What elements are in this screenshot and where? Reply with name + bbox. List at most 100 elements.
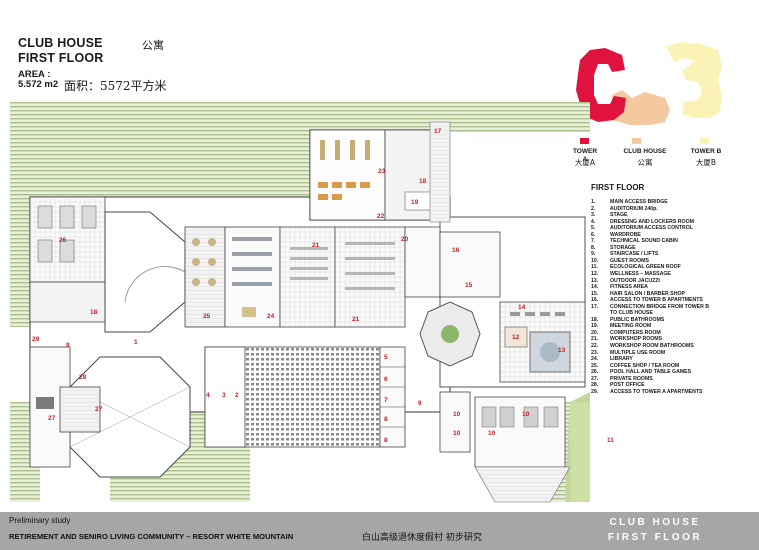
room-name: POST OFFICE bbox=[610, 382, 645, 389]
plan-label-24: 24 bbox=[267, 313, 275, 320]
room-name: WORKSHOP ROOMS bbox=[610, 336, 663, 343]
footer-subtitle-cn: 白山高级退休度假村 初步研究 bbox=[362, 533, 482, 543]
room-name: MAIN ACCESS BRIDGE bbox=[610, 199, 668, 205]
club-house-swatch bbox=[632, 138, 641, 144]
plan-label-3: 3 bbox=[222, 392, 226, 399]
room-number: 16. bbox=[591, 297, 599, 304]
room-number: 15. bbox=[591, 290, 599, 297]
room-name: ECOLOGICAL GREEN ROOF bbox=[610, 264, 681, 271]
room-name: AUDITORIUM 240p. bbox=[610, 205, 658, 212]
room-name: LIBRARY bbox=[610, 356, 633, 363]
plan-label-10a: 10 bbox=[453, 411, 461, 418]
tower-b-shape bbox=[666, 42, 722, 118]
room-list-item: 8. STORAGE bbox=[591, 245, 709, 252]
room-name: HAIR SALON / BARBER SHOP bbox=[610, 290, 685, 297]
room-name: WARDROBE bbox=[610, 231, 641, 238]
room-name: PRIVATE ROOMS bbox=[610, 375, 653, 382]
room-list-item: TO CLUB HOUSE bbox=[591, 310, 709, 317]
room-number: 27. bbox=[591, 375, 599, 382]
page-title-line1: CLUB HOUSE bbox=[18, 36, 103, 50]
area-value: 5.572 m2 bbox=[18, 79, 59, 90]
plan-label-10c: 10 bbox=[453, 430, 461, 437]
room-number: 26. bbox=[591, 369, 599, 376]
room-list-item: 16.ACCESS TO TOWER B APARTMENTS bbox=[591, 297, 709, 304]
room-list-item: 14.FITNESS AREA bbox=[591, 284, 709, 291]
page-title-line2: FIRST FLOOR bbox=[18, 51, 104, 65]
plan-label-19: 19 bbox=[411, 199, 419, 206]
room-number: 8. bbox=[591, 244, 596, 251]
plan-label-22: 22 bbox=[377, 213, 385, 220]
room-list-item: 23. MULTIPLE USE ROOM bbox=[591, 350, 709, 357]
room-list-item: 9. STAIRCASE / LIFTS bbox=[591, 251, 709, 258]
room-number: 29. bbox=[591, 388, 599, 395]
plan-label-2: 2 bbox=[235, 392, 239, 399]
plan-label-7: 7 bbox=[384, 397, 388, 404]
plan-label-18a: 18 bbox=[90, 309, 98, 316]
room-number: 22. bbox=[591, 343, 599, 350]
room-list-item: 19.MEETING ROOM bbox=[591, 323, 709, 330]
page-title-cn: 公寓 bbox=[142, 39, 164, 52]
room-list-item: 6.WARDROBE bbox=[591, 232, 709, 239]
plan-label-13: 13 bbox=[558, 347, 566, 354]
room-number: 1. bbox=[591, 199, 596, 205]
room-list-item: 27. PRIVATE ROOMS bbox=[591, 376, 709, 383]
room-name: STAGE bbox=[610, 212, 628, 219]
plan-label-26: 26 bbox=[59, 237, 67, 244]
plan-label-10b: 10 bbox=[522, 411, 530, 418]
tower-b-label: TOWER B bbox=[690, 148, 722, 155]
club-house-cn: 公寓 bbox=[637, 158, 653, 167]
plan-label-4: 4 bbox=[206, 392, 210, 399]
room-name: WORKSHOP ROOM BATHROOMS bbox=[610, 343, 694, 350]
room-list-item: 10.GUEST ROOMS bbox=[591, 258, 709, 265]
room-name: AUDITORIUM ACCESS CONTROL bbox=[610, 225, 693, 232]
floor-plan bbox=[10, 102, 590, 503]
room-name: TECHNICAL SOUND CABIN bbox=[610, 238, 678, 245]
room-list-item: 24.LIBRARY bbox=[591, 356, 709, 363]
plan-label-10d: 10 bbox=[488, 430, 496, 437]
footer-subtitle: RETIREMENT AND SENIRO LIVING COMMUNITY –… bbox=[9, 532, 294, 541]
room-name: STORAGE bbox=[610, 244, 636, 251]
room-number: 20. bbox=[591, 329, 599, 336]
plan-label-23: 23 bbox=[378, 168, 386, 175]
room-list-item: 15. HAIR SALON / BARBER SHOP bbox=[591, 291, 709, 298]
room-number: 9. bbox=[591, 251, 596, 258]
plan-label-9b: 9 bbox=[418, 400, 422, 407]
plan-label-27a: 27 bbox=[48, 415, 56, 422]
plan-label-1: 1 bbox=[134, 339, 138, 346]
plan-label-28: 28 bbox=[79, 374, 87, 381]
room-list-item: 25.COFFEE SHOP / TEA ROOM bbox=[591, 363, 709, 370]
plan-label-20: 20 bbox=[401, 236, 409, 243]
room-list-item: 11.ECOLOGICAL GREEN ROOF bbox=[591, 264, 709, 271]
plan-label-16: 16 bbox=[452, 247, 460, 254]
room-list-item: 20.COMPUTERS ROOM bbox=[591, 330, 709, 337]
plan-label-11: 11 bbox=[607, 437, 614, 444]
room-list-item: 26.POOL HALL AND TABLE GAMES bbox=[591, 369, 709, 376]
room-name: ACCESS TO TOWER A APARTMENTS bbox=[610, 388, 703, 395]
room-list-item: 4.DRESSING AND LOCKERS ROOM bbox=[591, 219, 709, 226]
room-list-item: 29. ACCESS TO TOWER A APARTMENTS bbox=[591, 389, 709, 396]
room-name: MULTIPLE USE ROOM bbox=[610, 349, 666, 356]
plan-label-21a: 21 bbox=[312, 242, 320, 249]
room-number: 19. bbox=[591, 323, 599, 330]
room-list-item: 28. POST OFFICE bbox=[591, 382, 709, 389]
room-number: 21. bbox=[591, 336, 599, 343]
room-name: STAIRCASE / LIFTS bbox=[610, 251, 659, 258]
room-name: WELLNESS – MASSAGE bbox=[610, 271, 671, 278]
room-number: 5. bbox=[591, 225, 596, 232]
tower-a-label: TOWER A bbox=[572, 148, 598, 163]
footer-bar: Preliminary study RETIREMENT AND SENIRO … bbox=[0, 512, 759, 550]
room-list-item: 3.STAGE bbox=[591, 212, 709, 219]
plan-label-8a: 8 bbox=[384, 416, 388, 423]
room-number: 4. bbox=[591, 218, 596, 225]
room-number: 23. bbox=[591, 349, 599, 356]
room-list-item: 21. WORKSHOP ROOMS bbox=[591, 336, 709, 343]
club-house-label: CLUB HOUSE bbox=[623, 148, 667, 155]
room-list-item: 18.PUBLIC BATHROOMS bbox=[591, 317, 709, 324]
room-number: 28. bbox=[591, 382, 599, 389]
plan-label-18b: 18 bbox=[419, 178, 427, 185]
room-name: GUEST ROOMS bbox=[610, 257, 649, 264]
floor-list-title: FIRST FLOOR bbox=[591, 183, 645, 192]
room-list-item: 1. MAIN ACCESS BRIDGE bbox=[591, 199, 709, 206]
plan-label-14: 14 bbox=[518, 304, 526, 311]
